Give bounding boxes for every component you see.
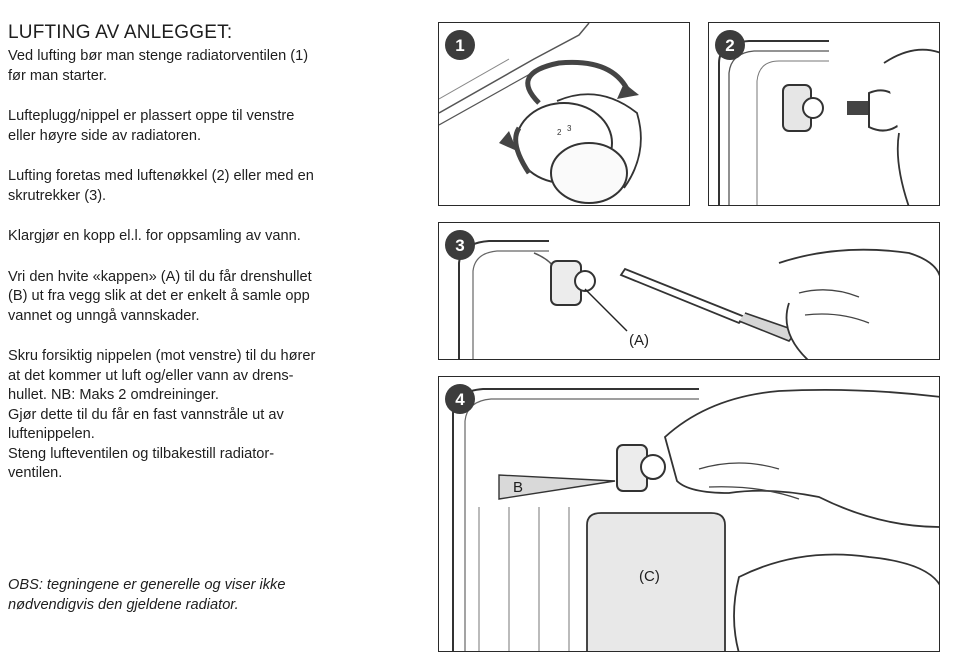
paragraph-5: Vri den hvite «kappen» (A) til du får dr…: [8, 268, 408, 327]
air-key-illustration: 2: [715, 30, 939, 205]
thermostat-head: [550, 142, 628, 204]
cup-icon: [586, 512, 726, 651]
hand-icon: [883, 48, 939, 205]
text-line: vannet og unngå vannskader.: [8, 307, 200, 324]
note-line: nødvendigvis den gjeldene radiator.: [8, 596, 239, 613]
text-line: hullet. NB: Maks 2 omdreininger.: [8, 387, 219, 403]
hand-icon: [663, 388, 939, 528]
text-line: skrutrekker (3).: [8, 187, 107, 204]
text-line: Ved lufting bør man stenge radiatorventi…: [8, 48, 309, 64]
figure-1-close-valve: 3 2 1: [438, 22, 690, 206]
text-line: luftenippelen.: [8, 426, 95, 442]
step-number: 2: [725, 36, 734, 55]
hand-icon: [778, 248, 939, 359]
text-line: at det kommer ut luft og/eller vann av d…: [8, 367, 294, 384]
note-text: OBS: tegningene er generelle og viser ik…: [8, 576, 285, 615]
paragraph-4: Klargjør en kopp el.l. for oppsamling av…: [8, 227, 408, 247]
text-line: før man starter.: [8, 67, 107, 84]
note-line: OBS: tegningene er generelle og viser ik…: [8, 577, 286, 593]
step-badge-1: [445, 30, 475, 60]
figure-2-air-key: 2: [708, 22, 940, 206]
svg-text:2: 2: [557, 128, 562, 137]
figure-3-screwdriver: (A) 3: [438, 222, 940, 360]
paragraph-3: Lufting foretas med luftenøkkel (2) elle…: [8, 167, 408, 206]
paragraph-2: Lufteplugg/nippel er plassert oppe til v…: [8, 107, 408, 146]
text-line: Klargjør en kopp el.l. for oppsamling av…: [8, 228, 301, 244]
drain-arrow-icon: [498, 474, 616, 500]
callout-label-b: B: [513, 479, 523, 496]
text-line: Steng lufteventilen og tilbakestill radi…: [8, 445, 275, 462]
step-badge-3: [445, 230, 475, 260]
text-line: Lufteplugg/nippel er plassert oppe til v…: [8, 108, 295, 124]
step-number: 3: [455, 236, 464, 255]
step-badge-2: [715, 30, 745, 60]
air-key-icon: [847, 101, 873, 115]
paragraph-1: Ved lufting bør man stenge radiatorventi…: [8, 47, 408, 86]
text-line: Vri den hvite «kappen» (A) til du får dr…: [8, 268, 312, 285]
figure-4-bleeding: B (C) 4: [438, 376, 940, 652]
rotate-arrow-icon: [525, 59, 632, 105]
svg-text:3: 3: [567, 124, 572, 133]
text-line: Skru forsiktig nippelen (mot venstre) ti…: [8, 348, 316, 364]
valve-illustration: 3 2 1: [439, 23, 642, 204]
hand-icon: [733, 553, 939, 651]
callout-line: [584, 288, 628, 332]
text-line: eller høyre side av radiatoren.: [8, 127, 202, 144]
screwdriver-illustration: (A) 3: [445, 230, 939, 359]
text-line: Lufting foretas med luftenøkkel (2) elle…: [8, 168, 314, 184]
bleeding-illustration: B (C) 4: [445, 384, 939, 651]
text-line: ventilen.: [8, 465, 63, 481]
instructions-text: LUFTING AV ANLEGGET: Ved lufting bør man…: [8, 22, 408, 505]
text-line: (B) ut fra vegg slik at det er enkelt å …: [8, 288, 310, 304]
step-number: 4: [455, 390, 465, 409]
callout-label-c: (C): [639, 568, 660, 585]
rotate-arrow-icon: [513, 126, 532, 175]
screwdriver-icon: [619, 267, 747, 325]
step-badge-4: [445, 384, 475, 414]
callout-label-a: (A): [629, 332, 649, 349]
step-number: 1: [455, 36, 464, 55]
page-title: LUFTING AV ANLEGGET:: [8, 22, 233, 43]
paragraph-6: Skru forsiktig nippelen (mot venstre) ti…: [8, 347, 408, 484]
text-line: Gjør dette til du får en fast vannstråle…: [8, 406, 284, 423]
